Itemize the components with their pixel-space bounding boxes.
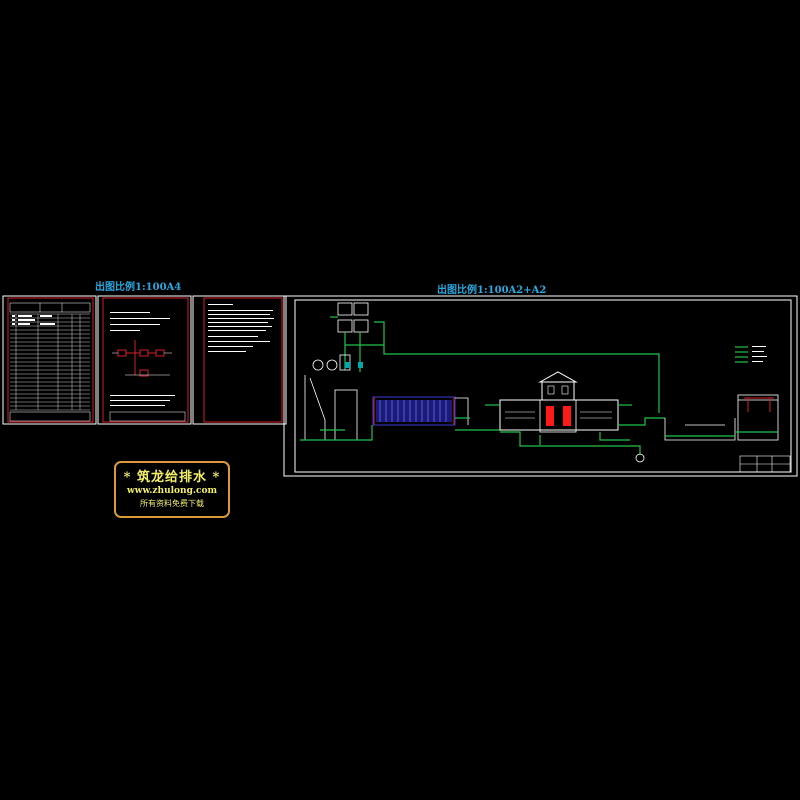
- legend: [735, 346, 767, 363]
- sheet-notes: [192, 295, 287, 425]
- sheet-equipment-list: [2, 295, 97, 425]
- sheet-process-flow: [283, 295, 798, 477]
- watermark-url: www.zhulong.com: [126, 486, 218, 496]
- title-block: [739, 455, 791, 473]
- sheet-schematic: [97, 295, 192, 425]
- treatment-building: [499, 371, 619, 433]
- sheet-label-right: 出图比例1:100A2+A2: [437, 285, 547, 296]
- watermark-brand: * 筑龙给排水 *: [123, 470, 221, 485]
- watermark-stamp: * 筑龙给排水 * www.zhulong.com 所有资料免费下载: [114, 461, 230, 518]
- sheet-label-left: 出图比例1:100A4: [95, 282, 182, 293]
- watermark-tagline: 所有资料免费下载: [140, 499, 204, 508]
- filter-unit: [372, 396, 469, 426]
